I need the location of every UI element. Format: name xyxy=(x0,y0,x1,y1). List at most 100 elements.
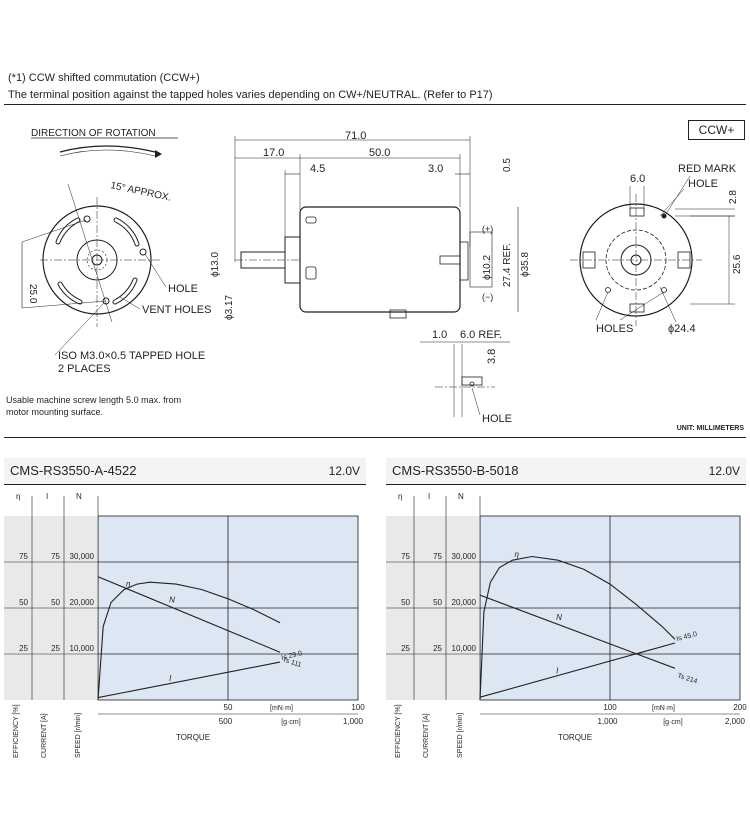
current-line xyxy=(479,642,676,698)
terminal-detail: 1.0 6.0 REF. 3.8 HOLE xyxy=(420,329,512,425)
side-view: 71.0 17.0 50.0 4.5 3.0 (+) (−) ϕ13.0 ϕ3.… xyxy=(210,130,531,320)
x-tick-mNm: 50 xyxy=(224,703,233,712)
model-name-a: CMS-RS3550-A-4522 xyxy=(10,463,137,478)
dim-dia-3-17: ϕ3.17 xyxy=(224,294,235,320)
voltage-b: 12.0V xyxy=(708,464,740,478)
minus-terminal-label: (−) xyxy=(482,292,493,302)
x-tick-gcm: 1,000 xyxy=(343,717,364,726)
x-unit-mNm: [mN·m] xyxy=(652,705,675,712)
panel-header-a: CMS-RS3550-A-4522 12.0V xyxy=(4,458,366,485)
y-tick-speed: 10,000 xyxy=(70,644,95,653)
current-line xyxy=(97,661,281,699)
y-tick-speed: 30,000 xyxy=(452,552,477,561)
y-tick-current: 25 xyxy=(51,644,60,653)
end-view-right: 6.0 RED MARK HOLE 2.8 25.6 HOLES ϕ24.4 xyxy=(570,163,743,335)
dim-17: 17.0 xyxy=(263,147,284,159)
direction-label: DIRECTION OF ROTATION xyxy=(31,128,156,139)
y-axis-label: SPEED [r/min] xyxy=(75,713,82,758)
dim-4-5: 4.5 xyxy=(310,163,325,175)
y-tick-efficiency: 75 xyxy=(19,552,28,561)
y-axis-label: CURRENT [A] xyxy=(423,713,430,758)
dim-3-8: 3.8 xyxy=(486,349,498,364)
dim-1: 1.0 xyxy=(432,329,447,341)
dim-6-ref: 6.0 REF. xyxy=(460,329,502,341)
y-axis-symbol-efficiency: η xyxy=(398,492,402,501)
dim-27-4-ref: 27.4 REF. xyxy=(502,243,513,287)
y-tick-efficiency: 25 xyxy=(401,644,410,653)
hole-label-left: HOLE xyxy=(168,283,198,295)
plus-terminal-label: (+) xyxy=(482,224,493,234)
x-tick-mNm: 200 xyxy=(733,703,747,712)
x-axis-label: TORQUE xyxy=(558,733,592,742)
tapped-hole-label: ISO M3.0×0.5 TAPPED HOLE xyxy=(58,350,205,362)
annotation-stall-current: Is 29.0 xyxy=(281,650,303,662)
y-axis-symbol-current: I xyxy=(46,492,48,501)
y-tick-efficiency: 25 xyxy=(19,644,28,653)
series-label-current-line: I xyxy=(169,674,172,683)
divider-2 xyxy=(4,437,746,438)
dim-2-8: 2.8 xyxy=(728,190,739,204)
hole-label-detail: HOLE xyxy=(482,413,512,425)
x-unit-mNm: [mN·m] xyxy=(270,705,293,712)
y-tick-current: 50 xyxy=(433,598,442,607)
y-tick-speed: 20,000 xyxy=(452,598,477,607)
divider xyxy=(4,104,746,105)
screw-length-note: Usable machine screw length 5.0 max. fro… xyxy=(6,395,182,417)
dim-3: 3.0 xyxy=(428,163,443,175)
series-label-efficiency-curve: η xyxy=(126,580,131,589)
y-axis-label: EFFICIENCY [%] xyxy=(13,704,20,758)
dim-dia-10-2: ϕ10.2 xyxy=(482,254,493,280)
red-mark-label: RED MARK xyxy=(678,163,737,175)
dim-50: 50.0 xyxy=(369,147,390,159)
voltage-a: 12.0V xyxy=(328,464,360,478)
dim-dia-35-8: ϕ35.8 xyxy=(520,251,531,277)
y-axis-symbol-speed: N xyxy=(458,492,464,501)
efficiency-curve xyxy=(97,581,281,701)
holes-label: HOLES xyxy=(596,323,633,335)
y-axis-label: SPEED [r/min] xyxy=(457,713,464,758)
unit-label: UNIT: MILLIMETERS xyxy=(676,425,744,432)
x-unit-gcm: [g·cm] xyxy=(663,719,683,726)
y-tick-efficiency: 50 xyxy=(401,598,410,607)
approx-label: 15° APPROX. xyxy=(109,180,172,204)
dim-dia-24-4: ϕ24.4 xyxy=(668,323,696,335)
panel-header-b: CMS-RS3550-B-5018 12.0V xyxy=(386,458,746,485)
note-line-1: (*1) CCW shifted commutation (CCW+) xyxy=(8,72,200,84)
x-tick-mNm: 100 xyxy=(603,703,617,712)
dim-25: 25.0 xyxy=(27,284,38,304)
two-places-label: 2 PLACES xyxy=(58,363,111,375)
ccw-label: CCW+ xyxy=(688,120,745,140)
vent-holes-label: VENT HOLES xyxy=(142,304,212,316)
hole-label-right: HOLE xyxy=(688,178,718,190)
y-axis-symbol-current: I xyxy=(428,492,430,501)
y-tick-current: 75 xyxy=(51,552,60,561)
y-axis-label: CURRENT [A] xyxy=(41,713,48,758)
y-axis-label: EFFICIENCY [%] xyxy=(395,704,402,758)
speed-line xyxy=(479,594,676,669)
x-tick-gcm: 2,000 xyxy=(725,717,746,726)
y-axis-symbol-speed: N xyxy=(76,492,82,501)
y-axis-symbol-efficiency: η xyxy=(16,492,20,501)
x-tick-mNm: 100 xyxy=(351,703,365,712)
y-tick-current: 75 xyxy=(433,552,442,561)
note-line-2: The terminal position against the tapped… xyxy=(8,89,493,101)
x-axis-label: TORQUE xyxy=(176,733,210,742)
y-tick-current: 25 xyxy=(433,644,442,653)
y-tick-efficiency: 75 xyxy=(401,552,410,561)
end-view-left: DIRECTION OF ROTATION 15° APPROX. 25.0 H… xyxy=(21,128,212,375)
x-unit-gcm: [g·cm] xyxy=(281,719,301,726)
y-tick-speed: 30,000 xyxy=(70,552,95,561)
y-tick-speed: 20,000 xyxy=(70,598,95,607)
dim-25-6: 25.6 xyxy=(732,254,743,274)
x-tick-gcm: 500 xyxy=(219,717,233,726)
y-tick-current: 50 xyxy=(51,598,60,607)
series-label-speed-line: N xyxy=(556,613,562,622)
dim-71: 71.0 xyxy=(345,130,366,142)
dim-dia-13: ϕ13.0 xyxy=(210,251,221,277)
model-name-b: CMS-RS3550-B-5018 xyxy=(392,463,519,478)
series-label-speed-line: N xyxy=(169,595,175,604)
speed-line xyxy=(97,576,281,653)
dim-6: 6.0 xyxy=(630,173,645,185)
